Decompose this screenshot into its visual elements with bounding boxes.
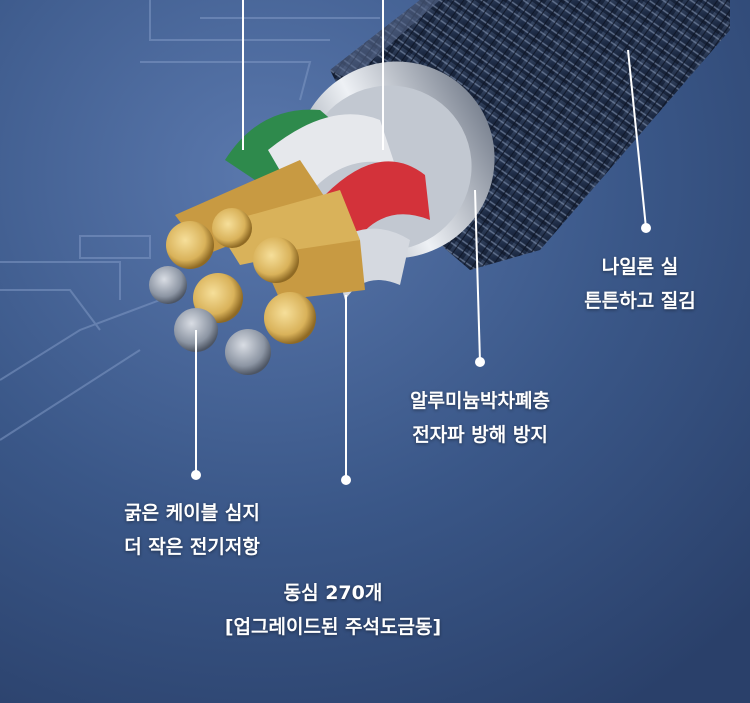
foil-shield-desc: 전자파 방해 방지 [412,424,548,446]
nylon-thread-label: 나일론 실 튼튼하고 질김 [540,250,740,318]
foil-shield-title: 알루미늄박차폐층 [410,390,550,412]
tinned-copper-strands [149,160,365,375]
copper-strands-desc: [업그레이드된 주석도금동] [224,616,442,638]
nylon-thread-desc: 튼튼하고 질김 [584,290,696,312]
nylon-thread-title: 나일론 실 [601,256,679,278]
copper-strands-label: 동심 270개 [업그레이드된 주석도금동] [168,576,498,644]
cable-core-label: 굵은 케이블 심지 더 작은 전기저항 [82,496,302,564]
callout-lines [191,0,651,485]
copper-strands-title: 동심 270개 [283,582,383,604]
foil-shield-label: 알루미늄박차폐층 전자파 방해 방지 [362,384,598,452]
cable-core-title: 굵은 케이블 심지 [124,502,260,524]
cable-core-desc: 더 작은 전기저항 [124,536,260,558]
background-grooves [0,0,380,441]
